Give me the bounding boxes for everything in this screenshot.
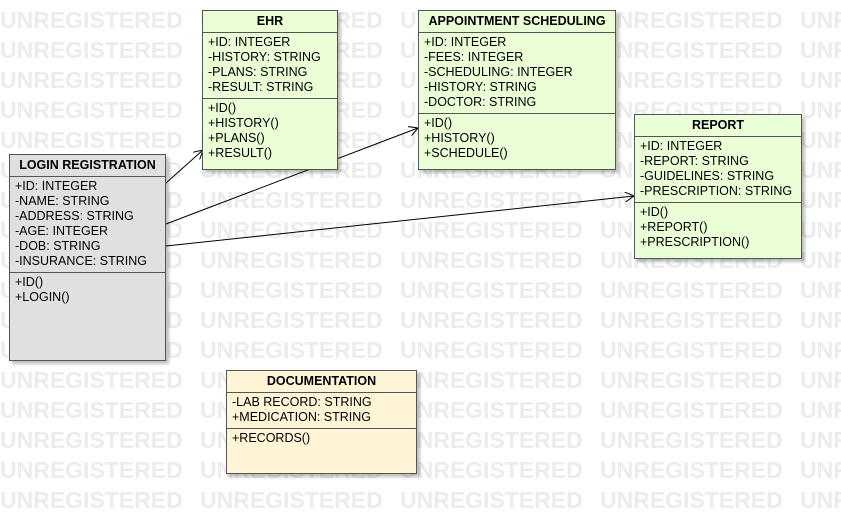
methods-section: +ID() +HISTORY() +PLANS() +RESULT() (203, 99, 337, 169)
methods-section: +ID() +HISTORY() +SCHEDULE() (419, 114, 615, 169)
attribute: -REPORT: STRING (640, 154, 749, 168)
method: +PLANS() (208, 131, 265, 145)
class-name: LOGIN REGISTRATION (10, 155, 165, 177)
attribute: +ID: INTEGER (208, 35, 291, 49)
attribute: -DOCTOR: STRING (424, 95, 537, 109)
attribute: -GUIDELINES: STRING (640, 169, 775, 183)
method: +ID() (424, 116, 453, 130)
class-name: REPORT (635, 115, 801, 137)
attribute: -HISTORY: STRING (208, 50, 321, 64)
method: +RESULT() (208, 146, 273, 160)
attributes-section: -LAB RECORD: STRING +MEDICATION: STRING (227, 393, 416, 429)
attribute: -INSURANCE: STRING (15, 254, 147, 268)
class-name: EHR (203, 11, 337, 33)
attributes-section: +ID: INTEGER -NAME: STRING -ADDRESS: STR… (10, 177, 165, 273)
attribute: -ADDRESS: STRING (15, 209, 134, 223)
method: +ID() (640, 205, 669, 219)
methods-section: +RECORDS() (227, 429, 416, 473)
attribute: -LAB RECORD: STRING (232, 395, 372, 409)
class-appointment-scheduling[interactable]: APPOINTMENT SCHEDULING +ID: INTEGER -FEE… (418, 10, 616, 170)
class-ehr[interactable]: EHR +ID: INTEGER -HISTORY: STRING -PLANS… (202, 10, 338, 170)
attribute: +MEDICATION: STRING (232, 410, 372, 424)
attributes-section: +ID: INTEGER -HISTORY: STRING -PLANS: ST… (203, 33, 337, 99)
attribute: -PRESCRIPTION: STRING (640, 184, 793, 198)
class-name: APPOINTMENT SCHEDULING (419, 11, 615, 33)
arrow-login-to-ehr (165, 150, 203, 184)
attribute: -DOB: STRING (15, 239, 101, 253)
arrow-login-to-appointment-scheduling (165, 128, 418, 225)
attribute: -SCHEDULING: INTEGER (424, 65, 573, 79)
attribute: -AGE: INTEGER (15, 224, 109, 238)
method: +HISTORY() (208, 116, 279, 130)
class-name: DOCUMENTATION (227, 371, 416, 393)
attribute: +ID: INTEGER (15, 179, 98, 193)
method: +RECORDS() (232, 431, 311, 445)
method: +REPORT() (640, 220, 708, 234)
method: +ID() (15, 275, 44, 289)
method: +HISTORY() (424, 131, 495, 145)
attribute: +ID: INTEGER (640, 139, 723, 153)
method: +ID() (208, 101, 237, 115)
methods-section: +ID() +REPORT() +PRESCRIPTION() (635, 203, 801, 258)
attribute: +ID: INTEGER (424, 35, 507, 49)
method: +LOGIN() (15, 290, 70, 304)
method: +SCHEDULE() (424, 146, 508, 160)
attribute: -PLANS: STRING (208, 65, 308, 79)
arrow-login-to-report (165, 196, 634, 247)
class-documentation[interactable]: DOCUMENTATION -LAB RECORD: STRING +MEDIC… (226, 370, 417, 474)
methods-section: +ID() +LOGIN() (10, 273, 165, 360)
attributes-section: +ID: INTEGER -FEES: INTEGER -SCHEDULING:… (419, 33, 615, 114)
attribute: -HISTORY: STRING (424, 80, 537, 94)
method: +PRESCRIPTION() (640, 235, 750, 249)
class-login-registration[interactable]: LOGIN REGISTRATION +ID: INTEGER -NAME: S… (9, 154, 166, 361)
attribute: -RESULT: STRING (208, 80, 314, 94)
attribute: -FEES: INTEGER (424, 50, 524, 64)
attributes-section: +ID: INTEGER -REPORT: STRING -GUIDELINES… (635, 137, 801, 203)
attribute: -NAME: STRING (15, 194, 110, 208)
class-report[interactable]: REPORT +ID: INTEGER -REPORT: STRING -GUI… (634, 114, 802, 259)
